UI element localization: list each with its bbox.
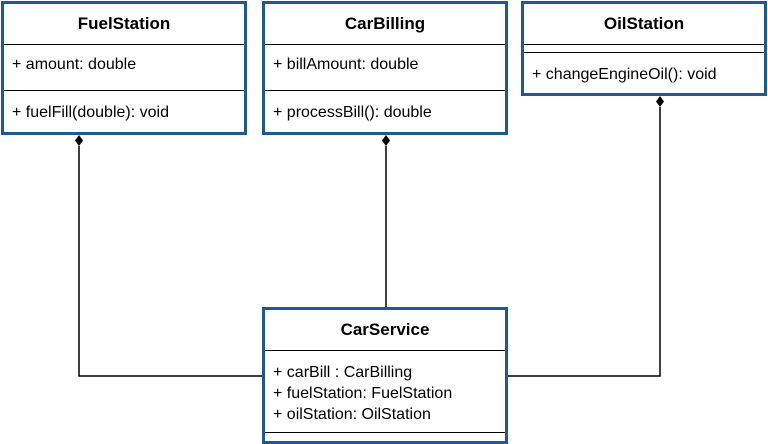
attributes-compartment [524,44,764,52]
operation: + processBill(): double [273,104,432,121]
attribute: + carBill : CarBilling [273,364,413,381]
attribute: + fuelStation: FuelStation [273,385,453,402]
attribute: + amount: double [12,56,137,73]
operations-compartment: + processBill(): double [265,90,505,132]
attribute: + oilStation: OilStation [273,406,431,423]
attribute: + billAmount: double [273,56,419,73]
class-carservice[interactable]: CarService + carBill : CarBilling + fuel… [262,307,508,444]
class-name: OilStation [603,14,685,33]
composition-oilstation-carservice [508,96,664,377]
class-oilstation[interactable]: OilStation + changeEngineOil(): void [521,1,767,96]
class-name: FuelStation [77,14,171,33]
class-carbilling[interactable]: CarBilling + billAmount: double + proces… [262,1,508,135]
attributes-compartment: + amount: double [4,44,244,90]
operations-compartment: + changeEngineOil(): void [524,52,764,93]
operation: + fuelFill(double): void [12,104,169,121]
composition-diamond-icon [656,96,664,107]
composition-diamond-icon [75,135,83,146]
class-name: CarBilling [344,14,426,33]
class-name: CarService [340,320,430,339]
composition-diamond-icon [382,135,390,146]
composition-fuelstation-carservice [75,135,262,377]
attributes-compartment: + billAmount: double [265,44,505,90]
operations-compartment [265,432,505,441]
operation: + changeEngineOil(): void [532,66,717,83]
operations-compartment: + fuelFill(double): void [4,90,244,132]
composition-carbilling-carservice [382,135,390,307]
class-fuelstation[interactable]: FuelStation + amount: double + fuelFill(… [1,1,247,135]
attributes-compartment: + carBill : CarBilling + fuelStation: Fu… [265,350,505,432]
